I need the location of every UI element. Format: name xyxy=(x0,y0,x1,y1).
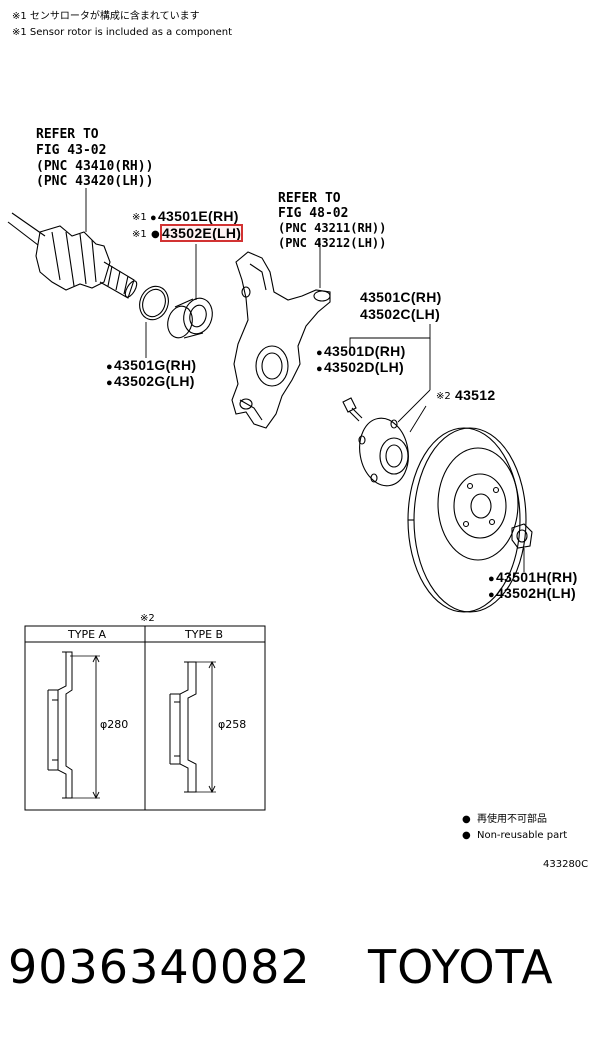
part-43501C[interactable]: 43501C(RH) xyxy=(360,289,442,305)
part-43502G[interactable]: 43502G(LH) xyxy=(106,374,195,389)
legend-english: Non-reusable part xyxy=(477,830,568,841)
refer-line: REFER TO xyxy=(278,191,341,206)
hub-bearing xyxy=(167,297,213,339)
part-number: 9036340082 xyxy=(8,940,311,994)
non-reusable-dot: ● xyxy=(151,229,160,240)
steering-knuckle xyxy=(231,251,331,429)
part-43501G[interactable]: 43501G(RH) xyxy=(106,358,196,373)
part-43501H[interactable]: 43501H(RH) xyxy=(488,570,578,585)
note-english: ※1 Sensor rotor is included as a compone… xyxy=(12,27,233,38)
refer-line: FIG 43-02 xyxy=(36,143,107,158)
legend-japanese: 再使用不可部品 xyxy=(477,814,547,825)
table-header-type-b: TYPE B xyxy=(185,628,224,641)
part-43502C[interactable]: 43502C(LH) xyxy=(360,306,441,322)
type-b-section-drawing xyxy=(169,660,216,794)
table-header-type-a: TYPE A xyxy=(68,628,107,641)
part-43502E-highlighted[interactable]: 43502E(LH) xyxy=(159,224,244,242)
diameter-type-b: φ258 xyxy=(218,718,247,731)
part-43501E[interactable]: 43501E(RH) xyxy=(150,209,239,224)
refer-line: REFER TO xyxy=(36,127,99,142)
part-43512[interactable]: 43512 xyxy=(455,387,496,403)
refer-line: (PNC 43212(LH)) xyxy=(278,236,387,250)
legend-dot-icon: ● xyxy=(462,814,471,825)
part-43502H[interactable]: 43502H(LH) xyxy=(488,586,576,601)
snap-ring xyxy=(139,285,169,321)
refer-line: FIG 48-02 xyxy=(278,206,349,221)
type-a-section-drawing xyxy=(47,651,100,800)
refer-line: (PNC 43420(LH)) xyxy=(36,174,154,189)
note-japanese: ※1 センサロータが構成に含まれています xyxy=(12,11,200,22)
figure-code: 433280C xyxy=(543,859,589,870)
rotor-type-table xyxy=(24,625,266,811)
hub-nut xyxy=(511,523,533,549)
footnote-mark: ※2 xyxy=(436,391,451,402)
part-43502D[interactable]: 43502D(LH) xyxy=(316,360,404,375)
part-43501D[interactable]: 43501D(RH) xyxy=(316,344,406,359)
footnote-mark: ※1 xyxy=(132,229,147,240)
drive-shaft xyxy=(7,212,138,299)
refer-line: (PNC 43211(RH)) xyxy=(278,221,387,235)
disc-rotor xyxy=(407,427,527,613)
hub-bolt xyxy=(342,397,363,422)
refer-line: (PNC 43410(RH)) xyxy=(36,159,154,174)
diameter-type-a: φ280 xyxy=(100,718,129,731)
axle-hub xyxy=(358,417,409,487)
table-footnote-mark: ※2 xyxy=(140,613,155,624)
legend-dot-icon: ● xyxy=(462,830,471,841)
footnote-mark: ※1 xyxy=(132,212,147,223)
brand-name: TOYOTA xyxy=(368,940,554,994)
